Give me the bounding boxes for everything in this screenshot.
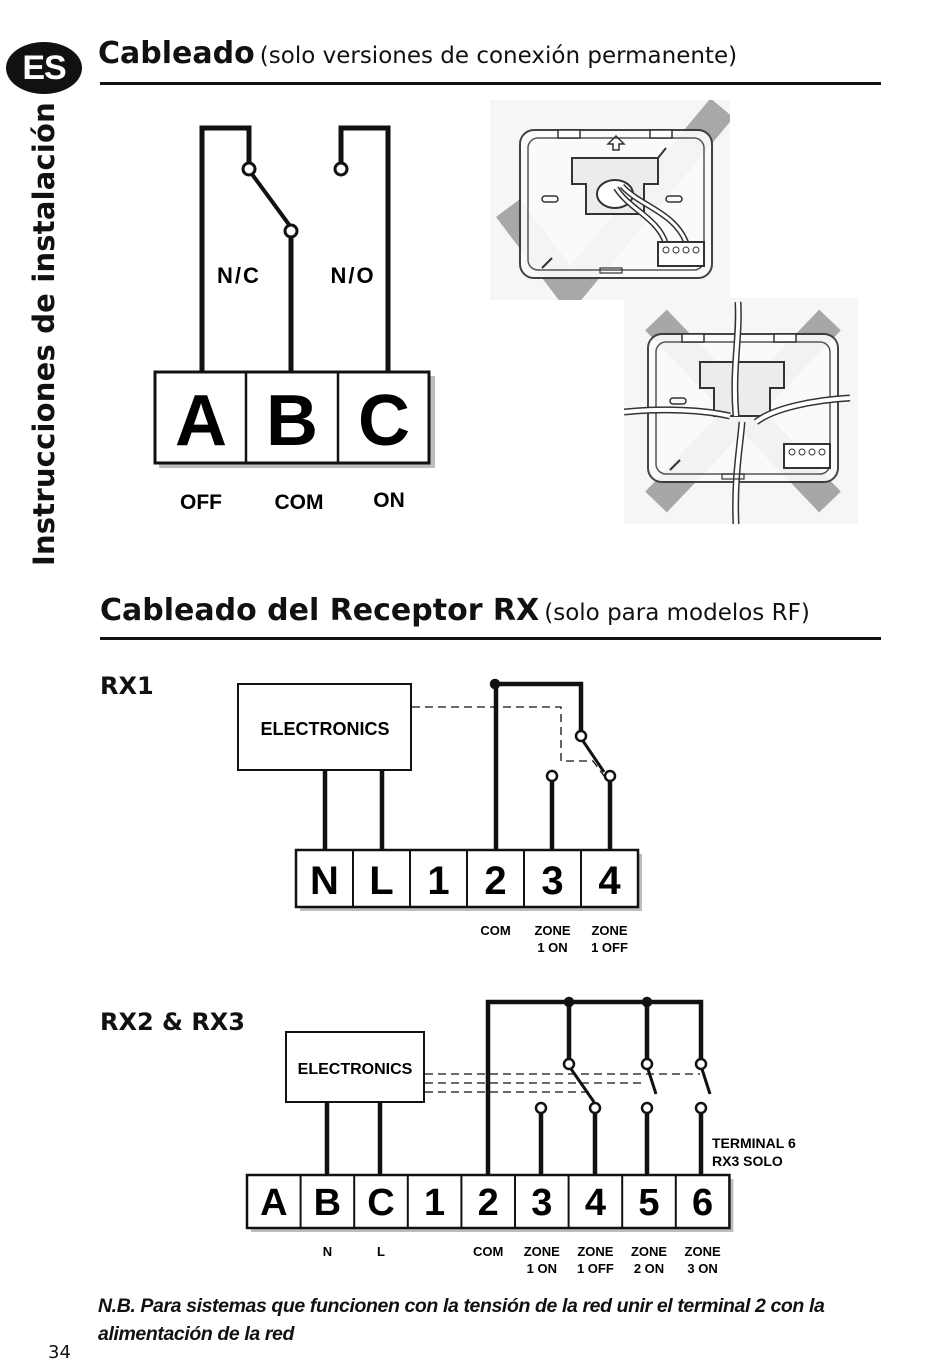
terminal-2: 2 xyxy=(478,1182,499,1224)
section-title: Cableado del Receptor RX xyxy=(100,593,540,628)
nc-label: N/C xyxy=(217,263,261,288)
relay-wiring-diagram: N/C N/O A B C OFF COM ON xyxy=(153,125,435,514)
terminal-3: 3 xyxy=(531,1182,552,1224)
contact-node-no xyxy=(333,161,349,177)
terminal-caption: ZONE xyxy=(524,1244,560,1259)
wire-nc xyxy=(199,125,252,375)
rx23-label: RX2 & RX3 xyxy=(100,1008,246,1036)
electronics-label: ELECTRONICS xyxy=(260,719,389,739)
terminal-2: 2 xyxy=(484,859,506,903)
terminal-label-com: COM xyxy=(275,491,324,514)
terminal-caption: 1 OFF xyxy=(577,1261,614,1276)
terminal-caption: COM xyxy=(473,1244,503,1259)
rx1-label: RX1 xyxy=(100,672,154,700)
section-title: Cableado xyxy=(98,36,255,71)
heading-rule xyxy=(100,637,881,640)
terminal-block xyxy=(153,370,431,465)
section-subtitle: (solo versiones de conexión permanente) xyxy=(259,43,738,69)
terminal-caption: COM xyxy=(480,923,510,938)
section-subtitle: (solo para modelos RF) xyxy=(544,600,810,626)
terminal-caption: 1 ON xyxy=(537,940,567,955)
terminal-block xyxy=(245,1173,731,1230)
terminal-label-off: OFF xyxy=(180,491,222,514)
contact-node-com xyxy=(283,223,299,239)
terminal-1: 1 xyxy=(427,859,449,903)
terminal-4: 4 xyxy=(598,859,621,903)
terminal-5: 5 xyxy=(638,1182,659,1224)
section-heading-wiring: Cableado (solo versiones de conexión per… xyxy=(98,36,737,71)
wire-no xyxy=(338,125,391,375)
terminal-1: 1 xyxy=(424,1182,445,1224)
terminal6-note-line2: RX3 SOLO xyxy=(712,1153,783,1169)
terminal-c: C xyxy=(358,381,410,461)
contact-node-nc xyxy=(241,161,257,177)
terminal-caption: ZONE xyxy=(577,1244,613,1259)
terminal-caption: 3 ON xyxy=(687,1261,717,1276)
terminal-a: A xyxy=(175,381,227,461)
terminal-B: B xyxy=(314,1182,341,1224)
electronics-box xyxy=(237,683,412,771)
terminal-L: L xyxy=(369,859,393,903)
relay-contact-arm xyxy=(246,167,293,229)
terminal-4: 4 xyxy=(585,1182,606,1224)
language-badge: ES xyxy=(6,42,82,94)
terminal-caption: 1 ON xyxy=(527,1261,557,1276)
terminal-caption: L xyxy=(377,1244,385,1259)
incorrect-wiring-photo xyxy=(624,298,858,524)
footnote: N.B. Para sistemas que funcionen con la … xyxy=(98,1295,825,1345)
electronics-box xyxy=(285,1031,425,1103)
terminal6-note-line1: TERMINAL 6 xyxy=(712,1135,796,1151)
terminal-A: A xyxy=(260,1182,287,1224)
terminal-6: 6 xyxy=(692,1182,713,1224)
terminal-caption: ZONE xyxy=(631,1244,667,1259)
terminal-caption: 2 ON xyxy=(634,1261,664,1276)
correct-wiring-photo xyxy=(490,100,730,300)
section-heading-rx: Cableado del Receptor RX (solo para mode… xyxy=(100,593,810,628)
terminal-caption: ZONE xyxy=(591,923,627,938)
no-label: N/O xyxy=(330,263,375,288)
electronics-label: ELECTRONICS xyxy=(298,1061,413,1078)
terminal-b: B xyxy=(266,381,318,461)
side-section-title: Instrucciones de instalación xyxy=(27,101,61,567)
terminal-caption: N xyxy=(323,1244,332,1259)
terminal-C: C xyxy=(367,1182,394,1224)
heading-rule xyxy=(100,82,881,85)
terminal-N: N xyxy=(310,859,339,903)
terminal-caption: ZONE xyxy=(685,1244,721,1259)
terminal-label-on: ON xyxy=(373,489,405,512)
page-number: 34 xyxy=(48,1342,71,1363)
terminal-caption: 1 OFF xyxy=(591,940,628,955)
terminal-3: 3 xyxy=(541,859,563,903)
terminal-caption: ZONE xyxy=(534,923,570,938)
